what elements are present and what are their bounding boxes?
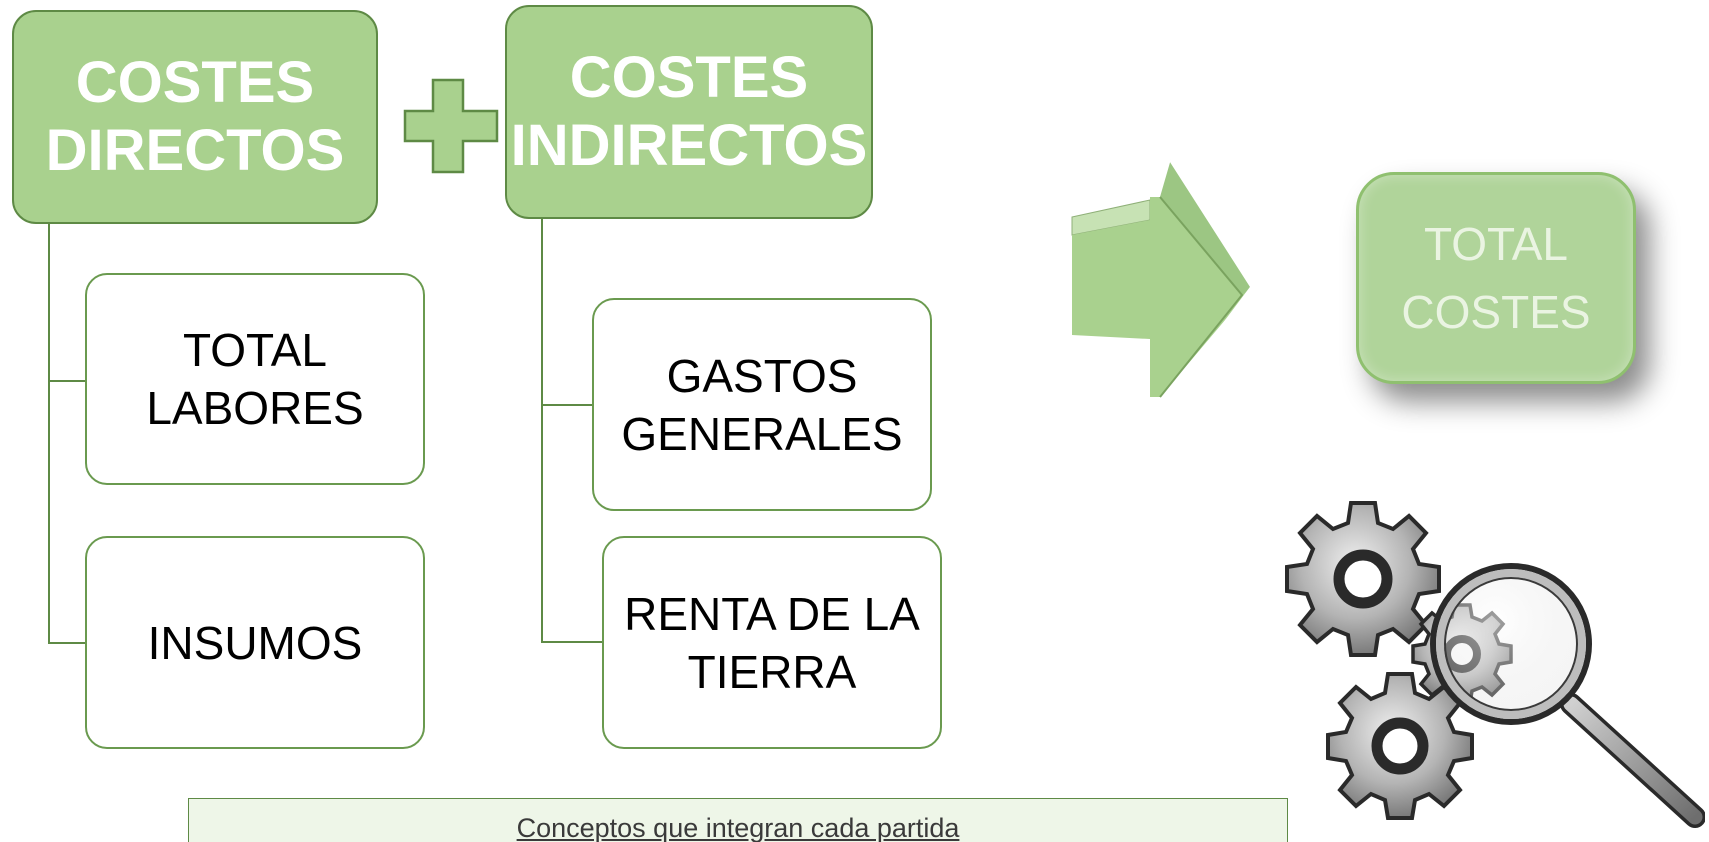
box-total-labores-line2: LABORES (146, 382, 364, 434)
connector-directos-item1 (48, 380, 86, 382)
box-gastos-generales: GASTOS GENERALES (592, 298, 932, 511)
connector-directos-item2 (48, 642, 86, 644)
header-costes-directos: COSTES DIRECTOS (12, 10, 378, 224)
box-gastos-generales-line1: GASTOS (666, 349, 858, 402)
total-costes-line1: TOTAL (1424, 218, 1568, 270)
header-costes-indirectos-line1: COSTES (569, 45, 809, 110)
box-total-labores: TOTAL LABORES (85, 273, 425, 485)
arrow-right-icon (1071, 157, 1257, 398)
caption-text: Conceptos que integran cada partida (516, 813, 960, 842)
box-renta-de-la-tierra-line1: RENTA DE LA (624, 587, 920, 640)
gear-bottom-icon (1326, 672, 1474, 820)
gear-top-icon (1285, 501, 1441, 657)
box-gastos-generales-line2: GENERALES (621, 407, 903, 460)
connector-directos-vertical (48, 224, 50, 644)
caption-box: Conceptos que integran cada partida (188, 798, 1288, 842)
connector-indirectos-item2 (541, 641, 603, 643)
header-costes-indirectos: COSTES INDIRECTOS (505, 5, 873, 219)
box-renta-de-la-tierra-line2: TIERRA (687, 645, 857, 698)
header-costes-directos-line2: DIRECTOS (45, 118, 345, 183)
header-costes-directos-line1: COSTES (75, 50, 315, 115)
magnifier-icon (1430, 563, 1705, 828)
plus-icon (403, 78, 499, 174)
gears-magnifier-icon (1285, 501, 1705, 828)
header-costes-indirectos-line2: INDIRECTOS (510, 113, 868, 178)
connector-indirectos-vertical (541, 219, 543, 643)
box-total-labores-line1: TOTAL (183, 324, 327, 376)
box-renta-de-la-tierra: RENTA DE LA TIERRA (602, 536, 942, 749)
total-costes-line2: COSTES (1401, 286, 1591, 338)
total-costes-box: TOTAL COSTES (1356, 172, 1636, 384)
box-insumos: INSUMOS (85, 536, 425, 749)
box-insumos-line1: INSUMOS (147, 616, 363, 669)
connector-indirectos-item1 (541, 404, 593, 406)
